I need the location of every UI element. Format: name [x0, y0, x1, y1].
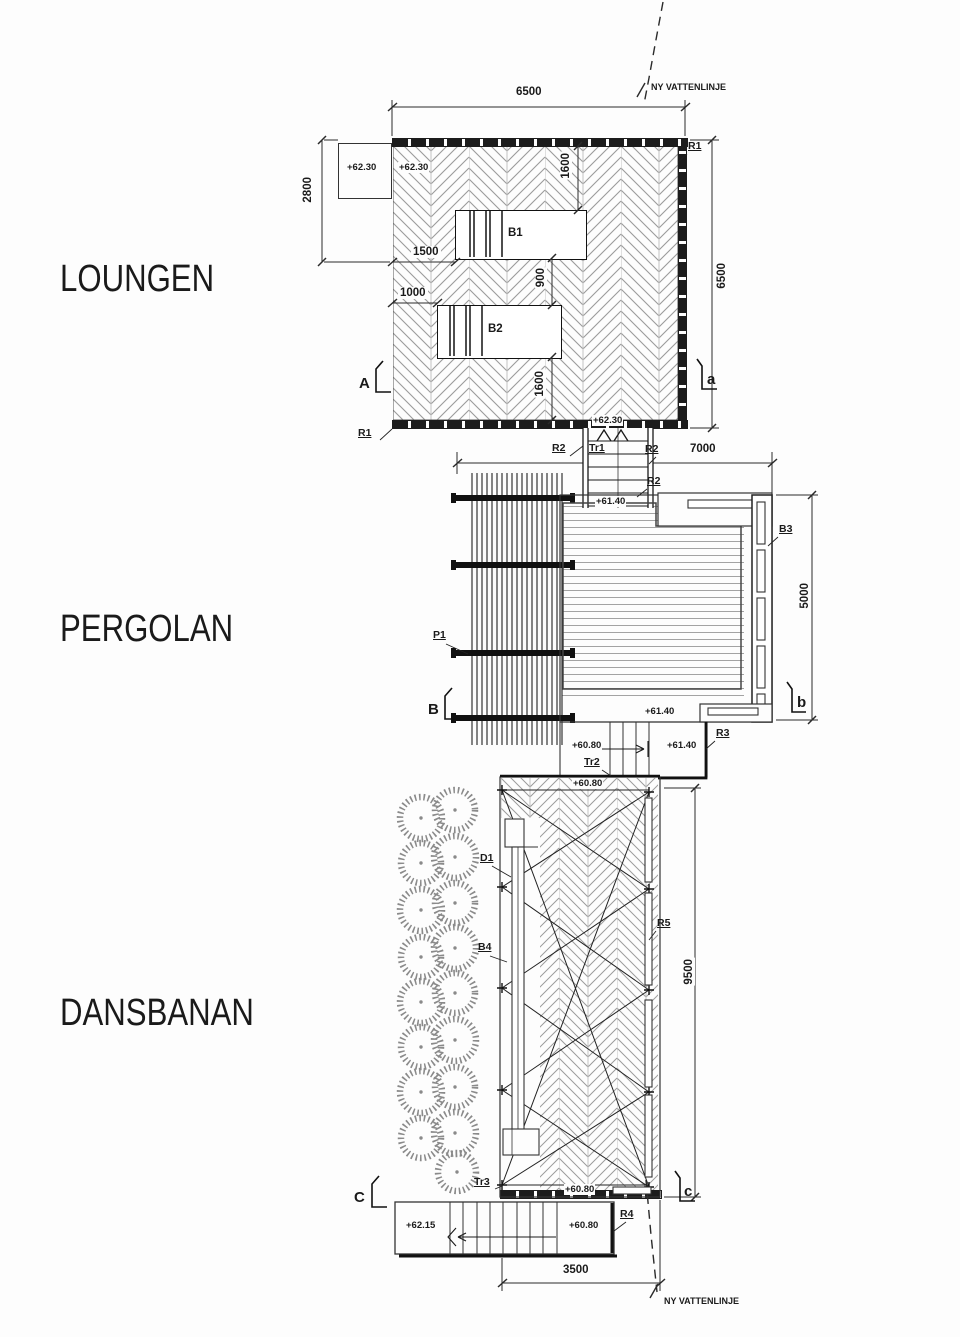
tree-centers [419, 808, 459, 1174]
level-pergolan-deck: +61.40 [644, 706, 676, 717]
dim-stair-width: 3500 [563, 1264, 589, 1276]
dim-dansbanan-length: 9500 [683, 958, 695, 986]
ref-tr2: Tr2 [584, 756, 600, 768]
section-marker-a-upper: A [359, 375, 370, 392]
dansbanan-frame [497, 774, 661, 1198]
pergola-p1 [451, 473, 575, 745]
level-loungen-deck: +62.30 [398, 162, 430, 173]
section-marker-c-upper: C [354, 1189, 365, 1206]
ref-p1: P1 [433, 629, 446, 641]
level-tr3-upper: +62.15 [405, 1220, 437, 1231]
section-cut-flags [371, 358, 806, 1208]
ref-b4: B4 [478, 941, 492, 953]
bench-slat-lines [449, 211, 503, 356]
pergolan-decking [562, 500, 744, 700]
dim-b2-left-offset: 1000 [398, 287, 428, 299]
dimension-lines [317, 100, 818, 1291]
ref-b1: B1 [508, 227, 523, 239]
ref-r1-top: R1 [688, 140, 702, 152]
ref-r4: R4 [620, 1208, 634, 1220]
level-platform: +62.30 [346, 162, 378, 173]
waterline-label-top: NY VATTENLINJE [651, 82, 727, 92]
dim-edge-to-b1: 1600 [560, 152, 572, 180]
landing-tr2 [559, 721, 708, 780]
level-tr1-bottom: +61.40 [595, 496, 627, 507]
dim-loungen-height: 6500 [716, 262, 728, 290]
ref-d1: D1 [480, 852, 494, 864]
dim-pergolan-width: 7000 [690, 443, 716, 455]
ref-b2: B2 [488, 323, 503, 335]
section-marker-b-lower: b [797, 694, 807, 711]
level-dansbanan-bottom: +60.80 [564, 1184, 596, 1195]
section-title-dansbanan: DANSBANAN [60, 992, 254, 1034]
dim-platform-height: 2800 [302, 176, 314, 204]
pergolan-deck-border [559, 492, 773, 723]
ref-r2-lower: R2 [647, 475, 661, 487]
ref-b3: B3 [779, 523, 793, 535]
level-tr1-top: +62.30 [592, 415, 624, 426]
level-dansbanan-top: +60.80 [572, 778, 604, 789]
ref-r3: R3 [716, 727, 730, 739]
section-title-loungen: LOUNGEN [60, 258, 215, 300]
dim-b1-left-offset: 1500 [411, 246, 441, 258]
ref-tr3: Tr3 [474, 1176, 490, 1188]
level-landing-upper: +61.40 [666, 740, 698, 751]
section-marker-c-lower: c [684, 1183, 693, 1200]
dim-pergolan-depth: 5000 [799, 582, 811, 610]
dim-b1-to-b2: 900 [535, 267, 547, 289]
ref-r1-bottom: R1 [358, 427, 372, 439]
bench-b2 [437, 305, 562, 359]
ref-r2-left: R2 [552, 442, 566, 454]
level-landing-lower: +60.80 [571, 740, 603, 751]
loungen-edge-board-bottom [392, 420, 688, 429]
waterline-dashed [636, 1, 664, 1299]
dim-loungen-width: 6500 [516, 86, 542, 98]
level-tr3-lower: +60.80 [568, 1220, 600, 1231]
waterline-label-bottom: NY VATTENLINJE [664, 1296, 740, 1306]
section-marker-b-upper: B [428, 701, 439, 718]
leader-lines [379, 153, 779, 1232]
loungen-edge-board-top [392, 138, 688, 147]
bench-b1 [455, 210, 587, 260]
section-title-pergolan: PERGOLAN [60, 608, 234, 650]
tree-row [396, 786, 480, 1195]
section-marker-a-lower: a [707, 371, 716, 388]
dim-b2-to-edge: 1600 [534, 370, 546, 398]
ref-tr1: Tr1 [589, 442, 605, 454]
ref-r5: R5 [657, 917, 671, 929]
ref-r2-right: R2 [645, 443, 659, 455]
